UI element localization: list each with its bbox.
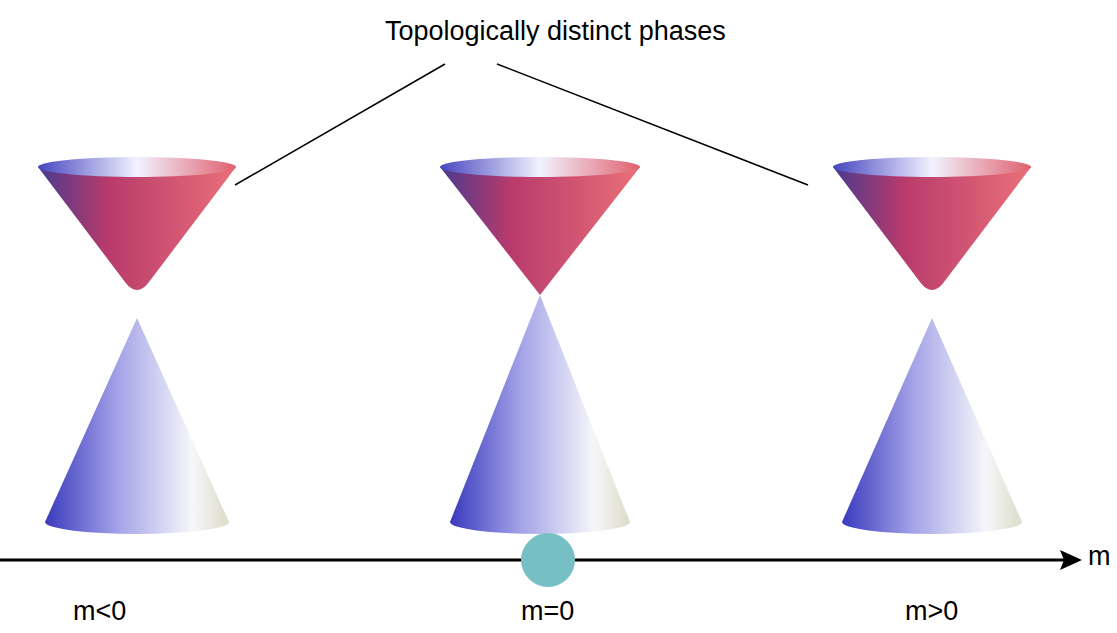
cone-rim	[38, 157, 236, 177]
phase-label: m<0	[73, 596, 126, 627]
conduction-cone	[38, 167, 236, 290]
gapped-cones-right	[833, 157, 1031, 534]
valence-cone	[45, 318, 229, 534]
axis-label: m	[1088, 541, 1111, 572]
valence-cone	[450, 295, 630, 534]
diagram-title: Topologically distinct phases	[385, 16, 726, 47]
pointer-line	[235, 64, 445, 185]
gapless-cones-middle	[440, 157, 640, 534]
gapped-cones-left	[38, 157, 236, 534]
conduction-cone	[833, 167, 1031, 290]
phase-label: m=0	[521, 596, 574, 627]
critical-point	[521, 533, 575, 587]
cone-rim	[833, 157, 1031, 177]
axis-arrowhead	[1060, 550, 1082, 570]
phase-label: m>0	[905, 596, 958, 627]
cone-rim	[440, 157, 640, 177]
valence-cone	[842, 318, 1022, 534]
conduction-cone	[440, 167, 640, 295]
